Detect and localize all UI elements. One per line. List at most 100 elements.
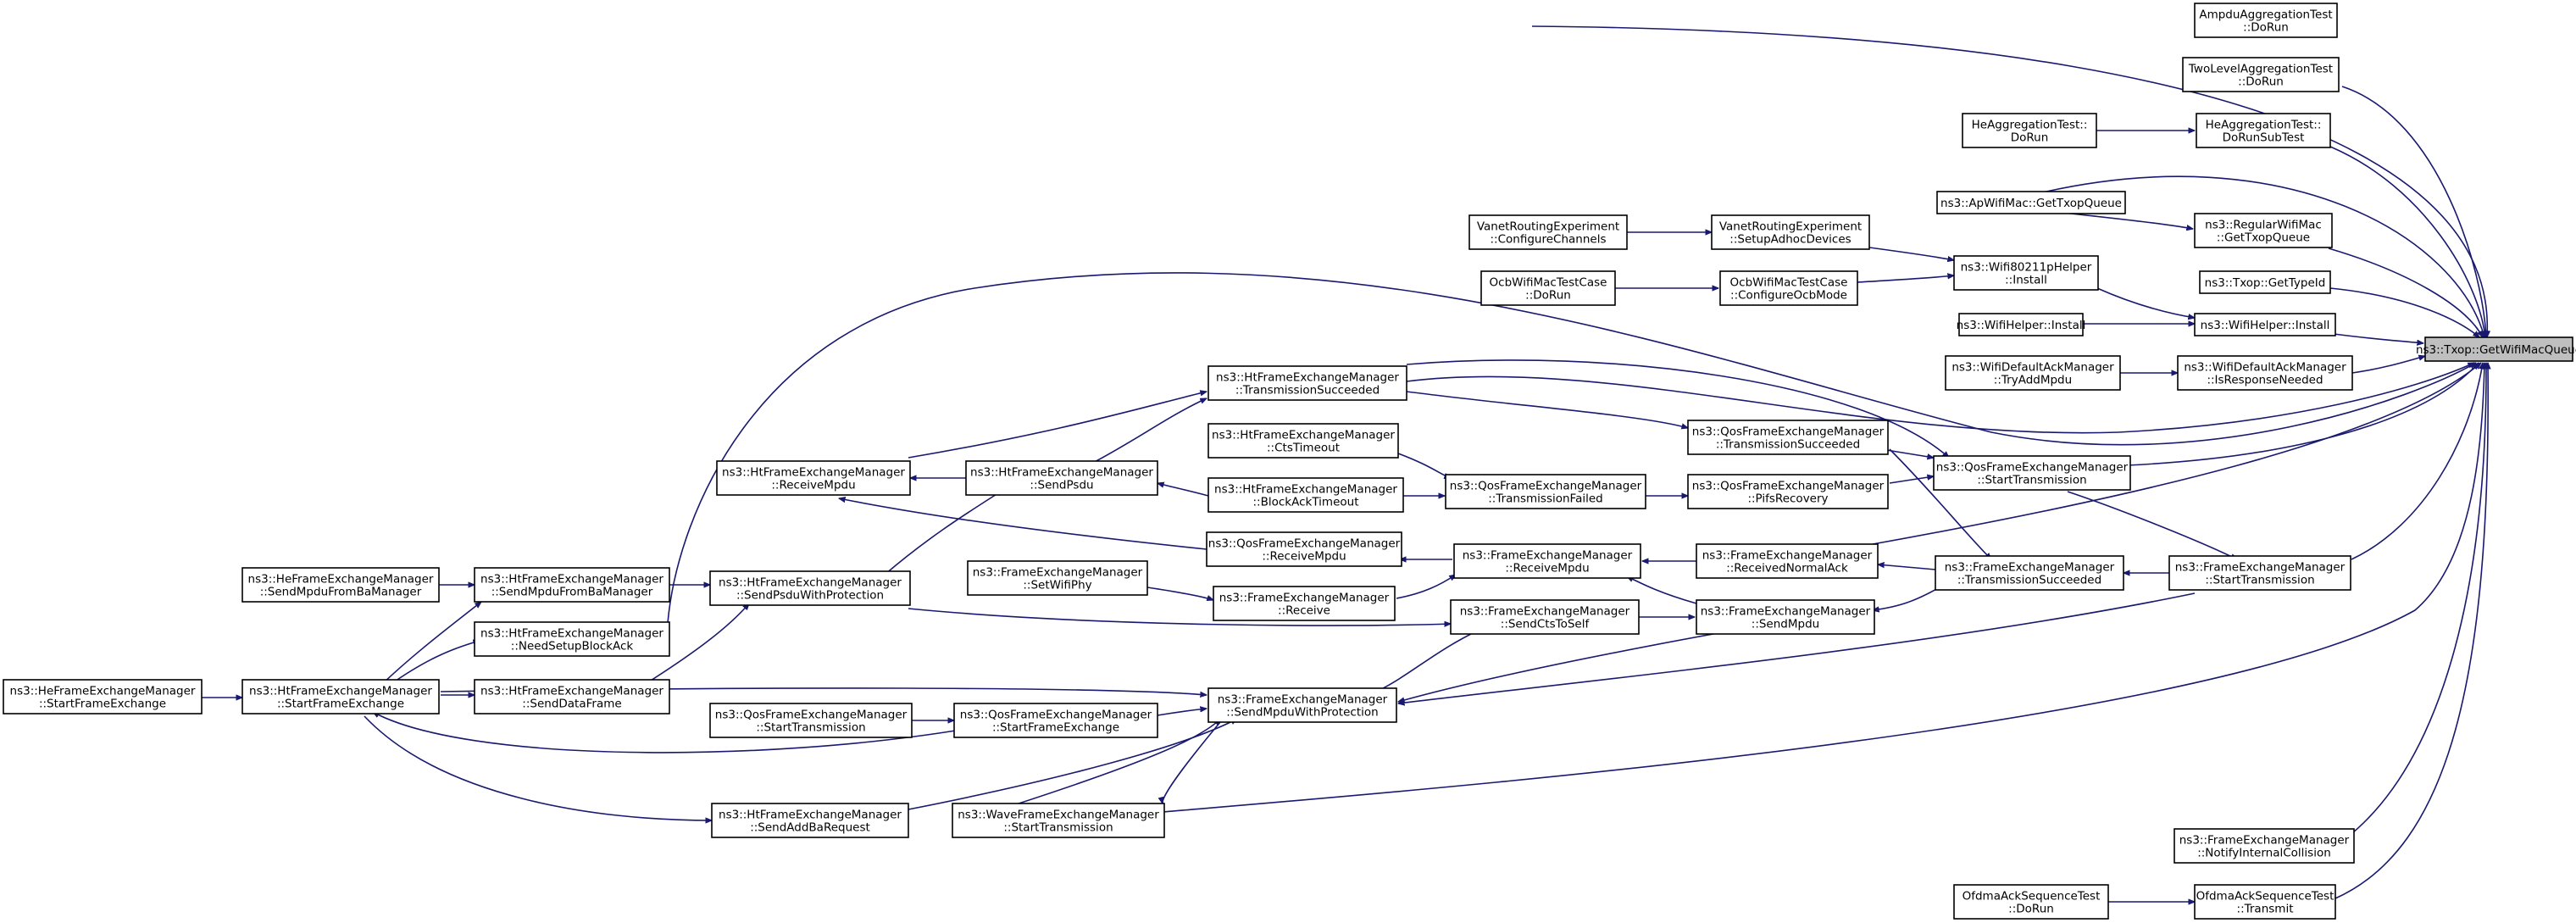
node-label-line-1: ns3::WifiHelper::Install <box>2201 319 2330 332</box>
node-label-line-1: ns3::WaveFrameExchangeManager <box>958 809 1159 822</box>
node-fem-notifyInternalColl[interactable]: ns3::FrameExchangeManager::NotifyInterna… <box>2174 828 2355 864</box>
node-label-line-2: ::StartFrameExchange <box>992 721 1119 735</box>
node-label-line-1: ns3::FrameExchangeManager <box>973 566 1143 580</box>
node-fem-receivedNormalAck[interactable]: ns3::FrameExchangeManager::ReceivedNorma… <box>1696 543 1879 579</box>
node-box <box>716 460 911 496</box>
node-label-line-2: DoRunSubTest <box>2223 131 2305 145</box>
node-label-line-1: ns3::FrameExchangeManager <box>2175 561 2346 575</box>
node-defaultack-tryAdd[interactable]: ns3::WifiDefaultAckManager::TryAddMpdu <box>1945 355 2121 391</box>
node-fem-sendMpdu[interactable]: ns3::FrameExchangeManager::SendMpdu <box>1696 599 1875 635</box>
node-label-line-2: ::Install <box>2005 274 2047 287</box>
node-qos-receiveMpdu[interactable]: ns3::QosFrameExchangeManager::ReceiveMpd… <box>1206 531 1402 567</box>
node-vanet-configChannels[interactable]: VanetRoutingExperiment::ConfigureChannel… <box>1468 214 1628 250</box>
node-qos-transSucc[interactable]: ns3::QosFrameExchangeManager::Transmissi… <box>1687 420 1889 455</box>
node-box <box>1696 543 1879 579</box>
edge-qos-receiveMpdu-to-ht-receiveMpdu <box>839 498 1208 550</box>
node-qos-startTrans-b[interactable]: ns3::QosFrameExchangeManager::StartTrans… <box>709 703 913 738</box>
node-fem-receive[interactable]: ns3::FrameExchangeManager::Receive <box>1213 586 1396 621</box>
node-ht-needSetupBa[interactable]: ns3::HtFrameExchangeManager::NeedSetupBl… <box>474 621 670 657</box>
node-box <box>2174 828 2355 864</box>
node-ht-transSucc[interactable]: ns3::HtFrameExchangeManager::Transmissio… <box>1208 365 1407 401</box>
node-qos-transFailed[interactable]: ns3::QosFrameExchangeManager::Transmissi… <box>1445 474 1646 509</box>
node-label-line-2: ::StartTransmission <box>2205 574 2314 587</box>
node-wifihelper-install-a[interactable]: ns3::WifiHelper::Install <box>1957 313 2086 336</box>
node-box <box>2182 57 2340 92</box>
node-he-sendMpduFromBa[interactable]: ns3::HeFrameExchangeManager::SendMpduFro… <box>242 567 440 603</box>
node-wifihelper-install-b[interactable]: ns3::WifiHelper::Install <box>2194 313 2336 336</box>
node-ht-sendMpduFromBa[interactable]: ns3::HtFrameExchangeManager::SendMpduFro… <box>474 567 670 603</box>
node-label-line-2: ::CtsTimeout <box>1267 442 1340 455</box>
node-label-line-2: ::Transmit <box>2237 903 2294 916</box>
node-box <box>2199 270 2331 294</box>
edge-qos-transSucc-to-fem-transSucc <box>1889 448 1991 559</box>
node-ht-startFrameEx[interactable]: ns3::HtFrameExchangeManager::StartFrameE… <box>242 679 440 714</box>
node-apwifimac-gettxop[interactable]: ns3::ApWifiMac::GetTxopQueue <box>1936 191 2126 214</box>
edge-ht-ctsTimeout-to-qos-transFailed <box>1397 453 1451 478</box>
node-qos-startFrameEx[interactable]: ns3::QosFrameExchangeManager::StartFrame… <box>953 703 1158 738</box>
node-txop-getwifimacqueue[interactable]: ns3::Txop::GetWifiMacQueue <box>2416 336 2576 362</box>
node-label-line-2: ::StartFrameExchange <box>39 698 166 711</box>
node-qos-startTrans-a[interactable]: ns3::QosFrameExchangeManager::StartTrans… <box>1933 455 2131 491</box>
node-box <box>711 803 909 838</box>
node-label-line-1: TwoLevelAggregationTest <box>2188 63 2333 76</box>
node-ht-sendPsdu[interactable]: ns3::HtFrameExchangeManager::SendPsdu <box>965 460 1158 496</box>
node-box <box>1208 687 1397 723</box>
node-he-startFrameEx[interactable]: ns3::HeFrameExchangeManager::StartFrameE… <box>3 679 203 714</box>
node-ocb-doRun[interactable]: OcbWifiMacTestCase::DoRun <box>1480 270 1616 306</box>
node-label-line-2: ::Receive <box>1278 604 1330 618</box>
node-box <box>1687 420 1889 455</box>
edge-ht-sendPsdu-to-ht-transSucc <box>1089 398 1207 465</box>
node-ht-sendDataFrame[interactable]: ns3::HtFrameExchangeManager::SendDataFra… <box>474 679 670 714</box>
node-ht-sendPsduWithProt[interactable]: ns3::HtFrameExchangeManager::SendPsduWit… <box>709 570 911 606</box>
node-heagg-doRun[interactable]: HeAggregationTest::DoRun <box>1962 113 2097 148</box>
node-box <box>1206 531 1402 567</box>
node-heagg-doRunSub[interactable]: HeAggregationTest::DoRunSubTest <box>2196 113 2331 148</box>
edge-vanet-setup-to-wifi80211p <box>1868 247 1954 260</box>
node-label-line-1: OfdmaAckSequenceTest <box>2196 890 2334 904</box>
node-ht-sendAddBaReq[interactable]: ns3::HtFrameExchangeManager::SendAddBaRe… <box>711 803 909 838</box>
edge-ht-sendAddBaReq-to-fem-sendMpduWithProt <box>908 718 1237 810</box>
node-ofdma-transmit[interactable]: OfdmaAckSequenceTest::Transmit <box>2194 884 2336 920</box>
node-label-line-2: ::ReceiveMpdu <box>771 479 855 492</box>
node-fem-setWifiPhy[interactable]: ns3::FrameExchangeManager::SetWifiPhy <box>967 560 1148 596</box>
node-box <box>1208 477 1404 513</box>
node-fem-sendCtsToSelf[interactable]: ns3::FrameExchangeManager::SendCtsToSelf <box>1450 599 1640 635</box>
node-label-line-2: ::IsResponseNeeded <box>2207 374 2323 387</box>
node-box <box>2194 313 2336 336</box>
edge-fem-sendMpdu-to-fem-sendMpduWithProt <box>1398 630 1733 702</box>
node-ht-ctsTimeout[interactable]: ns3::HtFrameExchangeManager::CtsTimeout <box>1208 423 1399 459</box>
node-label-line-2: ::GetTxopQueue <box>2217 231 2310 245</box>
node-fem-sendMpduWithProt[interactable]: ns3::FrameExchangeManager::SendMpduWithP… <box>1208 687 1397 723</box>
node-ocb-configOcb[interactable]: OcbWifiMacTestCase::ConfigureOcbMode <box>1719 270 1858 306</box>
node-label-line-1: ns3::QosFrameExchangeManager <box>1208 537 1401 551</box>
node-label-line-2: ::PifsRecovery <box>1747 492 1828 506</box>
node-box <box>1711 214 1870 250</box>
edge-qos-startTrans-to-fem-startTrans <box>2067 491 2237 560</box>
node-ampdu-doRun[interactable]: AmpduAggregationTest::DoRun <box>2194 3 2338 38</box>
node-ht-receiveMpdu[interactable]: ns3::HtFrameExchangeManager::ReceiveMpdu <box>716 460 911 496</box>
edge-fem-sendMpduWithProt-to-wave-startTrans <box>1163 721 1221 803</box>
edge-wave-startTrans-to-fem-sendMpduWithProt <box>1013 719 1220 806</box>
node-twolevel-doRun[interactable]: TwoLevelAggregationTest::DoRun <box>2182 57 2340 92</box>
edge-wifihelper-install-to-root <box>2333 333 2423 343</box>
node-wave-startTrans[interactable]: ns3::WaveFrameExchangeManager::StartTran… <box>952 803 1165 838</box>
node-txop-gettypeid[interactable]: ns3::Txop::GetTypeId <box>2199 270 2331 294</box>
node-box <box>965 460 1158 496</box>
node-wifi80211p-install[interactable]: ns3::Wifi80211pHelper::Install <box>1953 255 2099 291</box>
node-fem-transSucc[interactable]: ns3::FrameExchangeManager::TransmissionS… <box>1935 555 2124 591</box>
node-vanet-setupAdhoc[interactable]: VanetRoutingExperiment::SetupAdhocDevice… <box>1711 214 1870 250</box>
node-box <box>3 679 203 714</box>
node-ofdma-doRun[interactable]: OfdmaAckSequenceTest::DoRun <box>1953 884 2109 920</box>
node-box <box>242 679 440 714</box>
node-box <box>1213 586 1396 621</box>
node-box <box>1450 599 1640 635</box>
node-qos-pifsRecovery[interactable]: ns3::QosFrameExchangeManager::PifsRecove… <box>1687 474 1889 509</box>
node-label-line-1: ns3::HtFrameExchangeManager <box>970 466 1153 480</box>
node-box <box>967 560 1148 596</box>
node-fem-startTrans[interactable]: ns3::FrameExchangeManager::StartTransmis… <box>2168 555 2351 591</box>
node-fem-receiveMpdu[interactable]: ns3::FrameExchangeManager::ReceiveMpdu <box>1453 543 1641 579</box>
node-ht-blockAckTimeout[interactable]: ns3::HtFrameExchangeManager::BlockAckTim… <box>1208 477 1404 513</box>
node-label-line-1: ns3::HtFrameExchangeManager <box>722 466 905 480</box>
node-defaultack-isResp[interactable]: ns3::WifiDefaultAckManager::IsResponseNe… <box>2177 355 2353 391</box>
node-regularwifimac-gettxop[interactable]: ns3::RegularWifiMac::GetTxopQueue <box>2194 213 2333 248</box>
